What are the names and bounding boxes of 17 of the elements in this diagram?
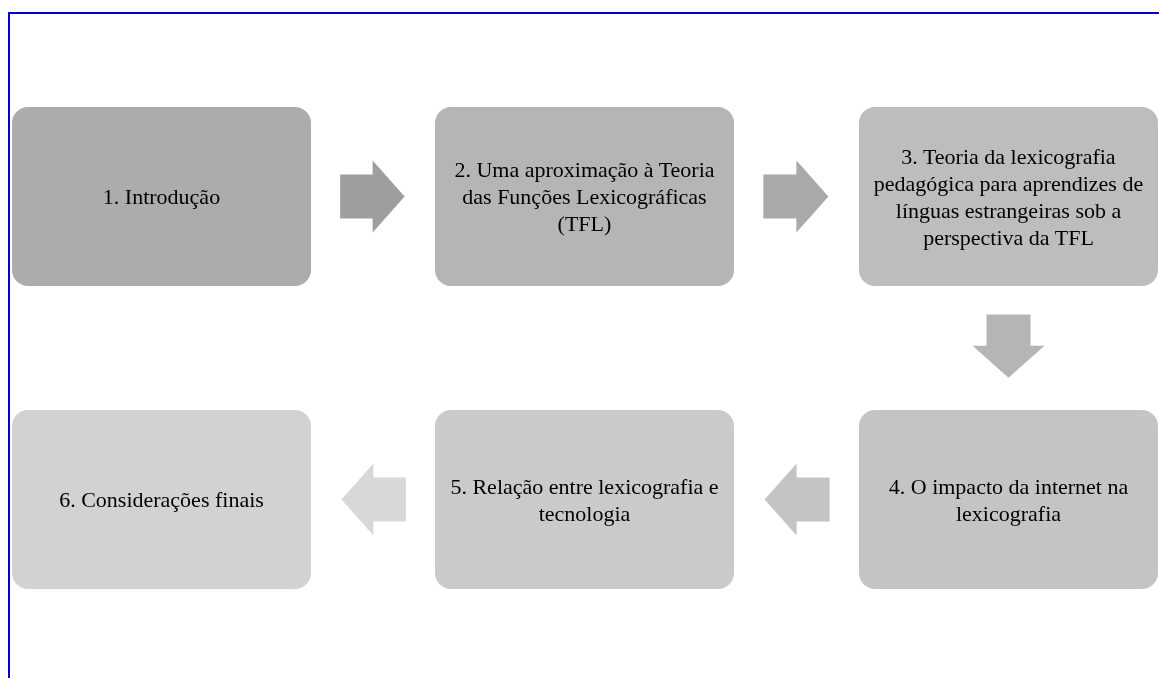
block-arrow [764,463,830,536]
step-label: 2. Uma aproximação à Teoria das Funções Lexicográficas (TFL) [453,156,716,237]
process-box [859,107,1158,286]
process-box [435,410,734,589]
step-label: 3. Teoria da lexicografia pedagógica para aprendizes de línguas estrangeiras sob a perspectiva da TFL [872,142,1145,251]
block-arrow [340,160,405,233]
step-label: 4. O impacto da internet na lexicografia [887,472,1130,527]
block-arrow [763,160,829,233]
block-arrow [341,463,406,536]
process-box [12,107,311,286]
step-label: 6. Considerações finais [59,486,264,513]
process-box [859,410,1158,589]
process-box [12,410,311,589]
step-label: 5. Relação entre lexicografia e tecnologia [449,472,720,527]
process-box [435,107,734,286]
block-arrow [972,314,1045,378]
step-label: 1. Introdução [102,183,221,210]
